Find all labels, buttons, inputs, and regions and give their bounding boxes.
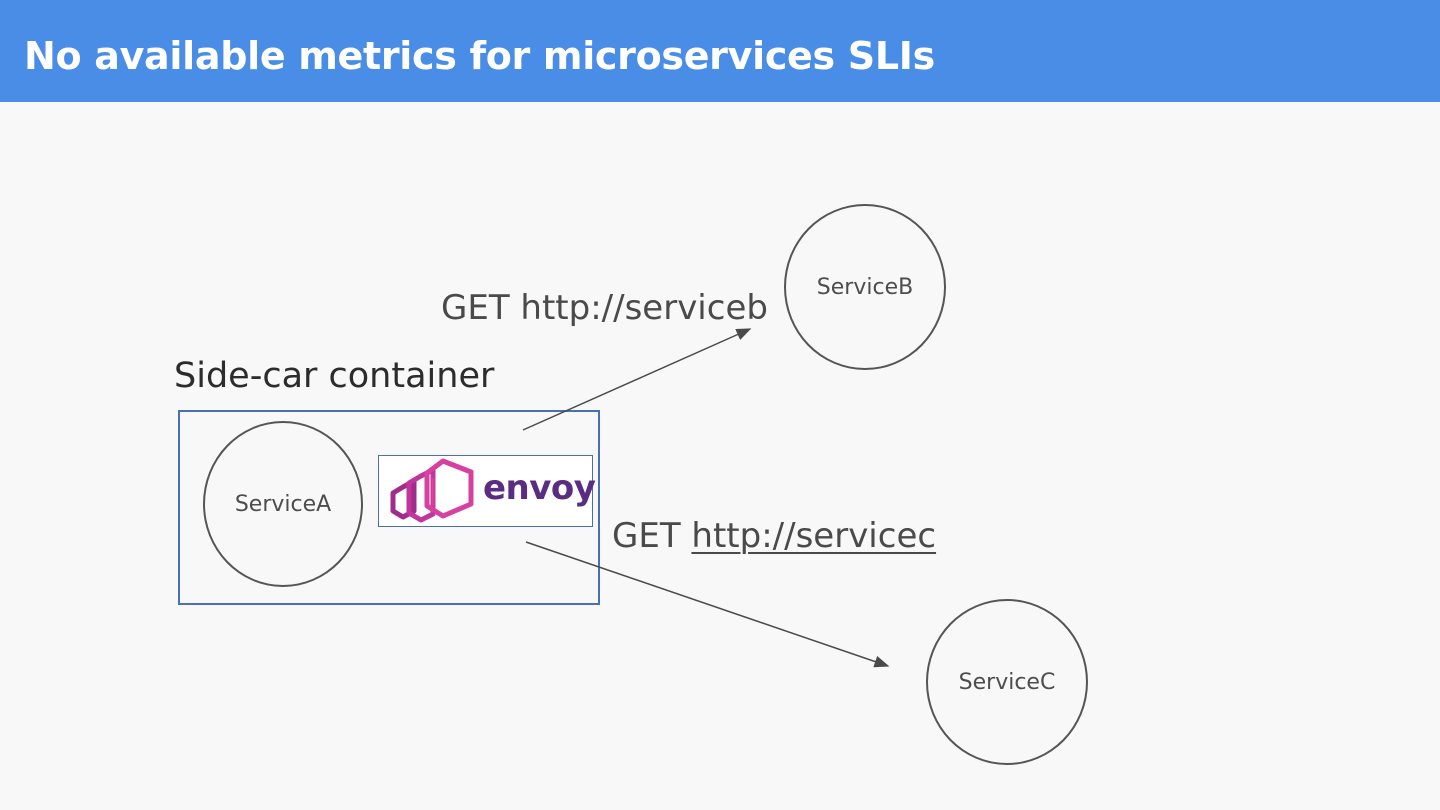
request-method: GET — [441, 288, 510, 328]
service-a-label: ServiceA — [234, 491, 332, 517]
request-url: http://serviceb — [520, 288, 768, 328]
title-bar: No available metrics for microservices S… — [0, 0, 1440, 102]
request-method: GET — [612, 516, 681, 556]
request-to-servicec: GET http://servicec — [612, 516, 936, 556]
arrow-to-servicec — [525, 541, 890, 668]
service-c-node: ServiceC — [926, 599, 1088, 765]
envoy-logo-text: envoy — [483, 468, 596, 508]
sidecar-label: Side-car container — [174, 356, 495, 396]
service-a-node: ServiceA — [203, 421, 363, 587]
envoy-proxy-box: envoy — [378, 455, 596, 527]
envoy-logo-icon — [390, 458, 474, 523]
request-to-serviceb: GET http://serviceb — [441, 288, 768, 328]
service-b-node: ServiceB — [784, 204, 946, 370]
arrow-to-serviceb — [522, 328, 752, 431]
slide-title: No available metrics for microservices S… — [24, 34, 935, 78]
service-b-label: ServiceB — [816, 274, 914, 300]
sidecar-container-box — [178, 410, 600, 605]
service-c-label: ServiceC — [958, 669, 1056, 695]
request-url-link[interactable]: http://servicec — [691, 516, 937, 556]
